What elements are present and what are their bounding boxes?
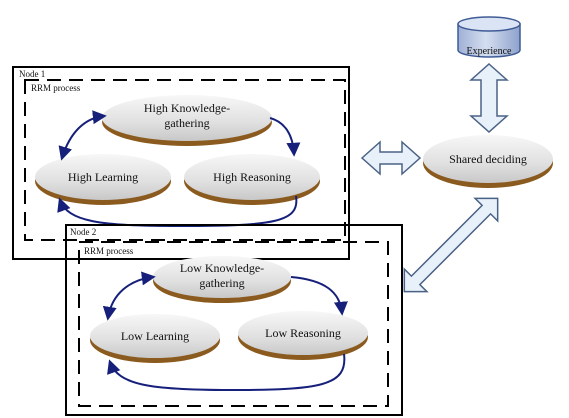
node1-reasoning-ellipse: High Reasoning [184, 154, 320, 205]
node2-arrow-knowledge-reasoning [290, 276, 348, 316]
node2-process-label: RRM process [84, 246, 134, 256]
node1-knowledge-ellipse: High Knowledge- gathering [102, 95, 272, 146]
node2-process-frame [78, 241, 389, 407]
experience-database-cylinder-icon: Experience [457, 16, 521, 58]
node1-reasoning-label: High Reasoning [213, 170, 291, 184]
node1-title: Node 1 [19, 69, 45, 79]
node1-knowledge-label-line1: High Knowledge- [144, 101, 230, 115]
node1-knowledge-label-line2: gathering [164, 116, 209, 130]
node1-frame [12, 66, 350, 260]
node2-arrow-learning-knowledge [102, 271, 156, 321]
node2-learning-label: Low Learning [121, 329, 189, 343]
node2-shared-double-arrow [403, 197, 499, 293]
experience-label: Experience [467, 46, 513, 57]
node2-knowledge-label-line1: Low Knowledge- [180, 261, 264, 275]
node2-reasoning-label: Low Reasoning [265, 326, 341, 340]
node2-learning-ellipse: Low Learning [90, 314, 220, 363]
node2-title: Node 2 [70, 227, 96, 237]
node2-knowledge-label-line2: gathering [199, 276, 244, 290]
shared-deciding-ellipse: Shared deciding [423, 135, 553, 188]
node1-group: Node 1 RRM process High Knowledge- gathe… [12, 66, 350, 260]
node2-frame [65, 224, 403, 416]
node2-reasoning-ellipse: Low Reasoning [238, 311, 368, 360]
node1-arrow-learning-knowledge [58, 110, 107, 161]
node1-learning-label: High Learning [68, 170, 138, 184]
shared-deciding-label: Shared deciding [449, 152, 527, 166]
node1-process-label: RRM process [31, 83, 81, 93]
node2-arrow-reasoning-learning [107, 353, 346, 392]
experience-shared-double-arrow [469, 62, 509, 134]
node2-group: Node 2 RRM process Low Knowledge- gather… [65, 224, 403, 416]
node1-arrow-knowledge-reasoning [269, 117, 301, 157]
node1-shared-double-arrow [360, 140, 422, 176]
node1-process-frame [24, 79, 346, 241]
node1-learning-ellipse: High Learning [35, 154, 171, 205]
node2-knowledge-ellipse: Low Knowledge- gathering [153, 256, 291, 303]
